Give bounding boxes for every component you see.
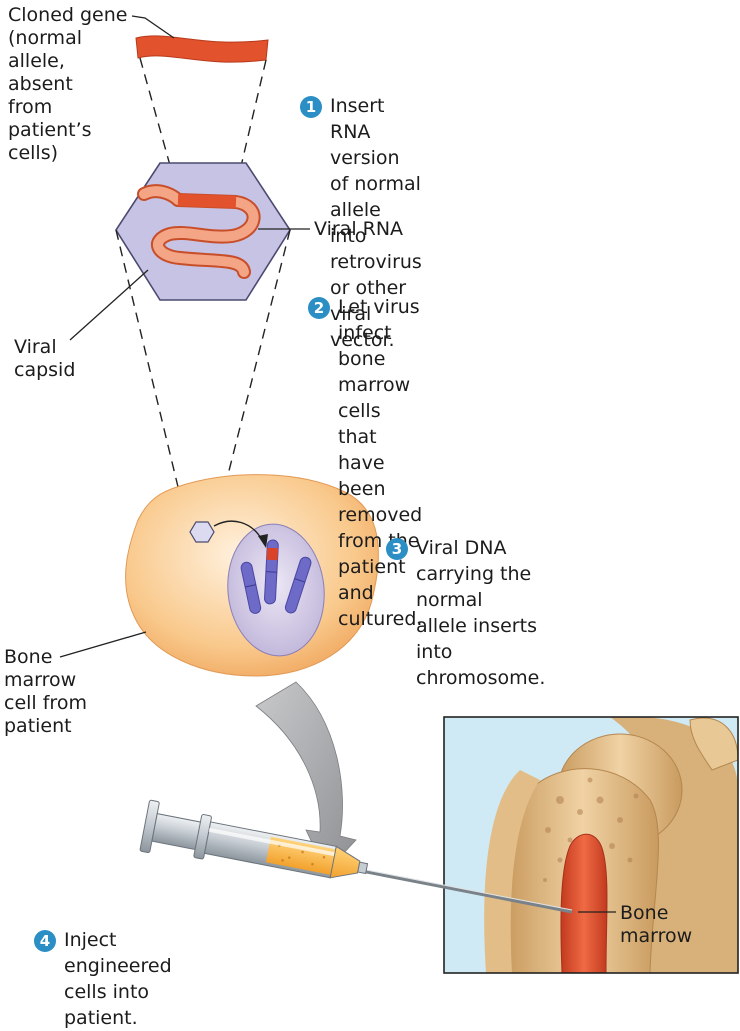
cloned-gene-label: Cloned gene (normal allele, absent from …: [8, 4, 128, 164]
viral-rna-strand-fill: [139, 186, 259, 277]
step-3-badge: 3: [386, 538, 408, 560]
bone-marrow-label: Bone marrow: [620, 902, 693, 947]
bone-illustration: [443, 716, 739, 974]
step-2-badge: 2: [308, 297, 330, 319]
chromosomes: [240, 539, 312, 614]
syringe-needle: [345, 866, 573, 914]
step-3-text: Viral DNA carrying the normal allele ins…: [416, 537, 546, 689]
step-4-badge: 4: [34, 930, 56, 952]
marrow-core: [560, 833, 608, 973]
infection-arrow-head-icon: [258, 534, 268, 548]
small-virus-icon: [189, 521, 215, 543]
step-1-badge: 1: [300, 96, 322, 118]
bone-marrow-cell-label: Bone marrow cell from patient: [4, 646, 87, 737]
cloned-gene-leader: [131, 15, 175, 39]
viral-capsid-label: Viral capsid: [14, 336, 76, 381]
step-4-text: Inject engineered cells into patient.: [64, 929, 172, 1029]
step-1-text: Insert RNA version of normal allele into…: [330, 95, 422, 351]
cloned-gene-ribbon: [135, 35, 269, 63]
gene-therapy-diagram: [59, 15, 739, 974]
step-2-text: Let virus infect bone marrow cells that …: [338, 296, 423, 630]
syringe: [139, 799, 573, 914]
bone-marrow-cell-leader: [59, 631, 147, 658]
inserted-gene-segment: [177, 194, 237, 208]
viral-rna-label: Viral RNA: [314, 218, 404, 240]
transfer-arrow: [255, 681, 357, 873]
viral-capsid-leader: [69, 269, 149, 341]
gene-to-virus-dashes: [139, 57, 267, 197]
